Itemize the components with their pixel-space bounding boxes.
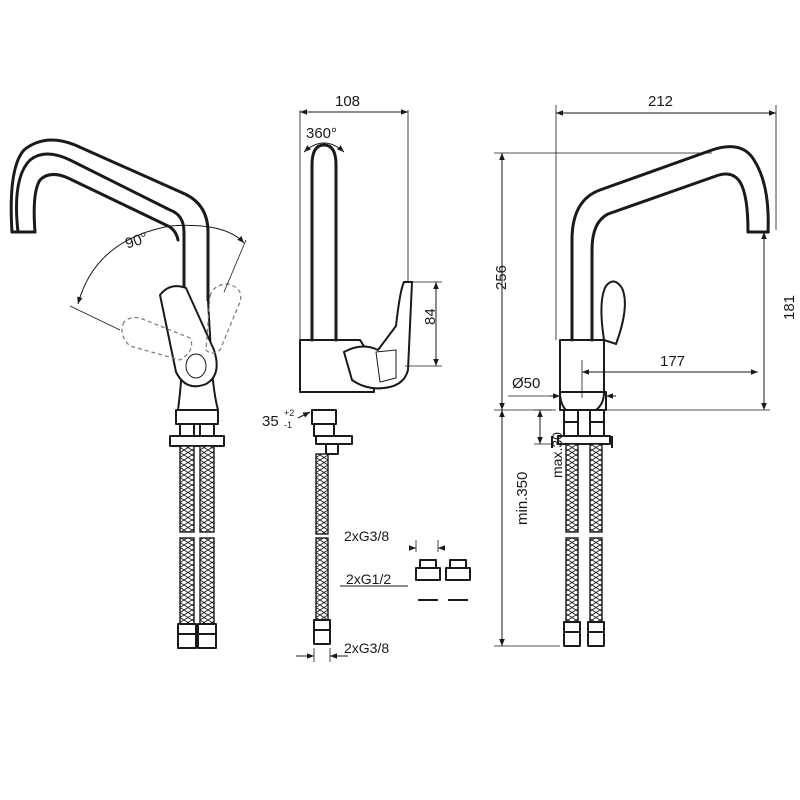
- reach-label: 212: [648, 93, 673, 110]
- base-diameter-label: Ø50: [512, 375, 540, 392]
- hole-diameter-label: 35: [262, 413, 279, 430]
- hose-length-label: min.350: [514, 472, 531, 525]
- side-shank: [311, 409, 337, 425]
- depth-label: 108: [335, 93, 360, 110]
- rear-hose-right: [589, 443, 603, 533]
- rear-view: 212 256 181 177 Ø50 max.30 min.350: [493, 93, 798, 647]
- rotation-lever-label: 90°: [123, 229, 150, 252]
- side-spout: [310, 143, 338, 342]
- spout-projection-label: 177: [660, 353, 685, 370]
- front-view: 90°: [9, 138, 247, 649]
- side-hose: [315, 453, 329, 535]
- side-view: 360° 108 84 35 +2 -1 2xG3/8 2xG1/2: [262, 93, 471, 662]
- outlet-height-label: 181: [781, 295, 798, 320]
- max-worktop-label: max.30: [549, 432, 565, 478]
- hole-tol-minus: -1: [284, 420, 292, 430]
- hole-tol-plus: +2: [284, 408, 294, 418]
- rear-hose-left: [565, 443, 579, 533]
- front-hose-right: [199, 445, 215, 533]
- lever-height-label: 84: [422, 308, 439, 325]
- total-height-label: 256: [493, 265, 510, 290]
- rear-lever: [600, 280, 626, 346]
- front-hose-left: [179, 445, 195, 533]
- lever-arc: [77, 224, 245, 305]
- front-washer: [169, 435, 225, 447]
- lever-ghost-left: [121, 316, 193, 361]
- front-base: [175, 409, 219, 425]
- side-lever: [342, 281, 414, 390]
- spout-rotation-arrow: [303, 142, 345, 153]
- rotation-spout-label: 360°: [306, 125, 337, 142]
- front-spout: [15, 152, 186, 302]
- adapter-fittings: [415, 559, 471, 601]
- thread-top-label: 2xG3/8: [344, 528, 389, 544]
- thread-adapter-label: 2xG1/2: [346, 571, 391, 587]
- thread-bottom-label: 2xG3/8: [344, 640, 389, 656]
